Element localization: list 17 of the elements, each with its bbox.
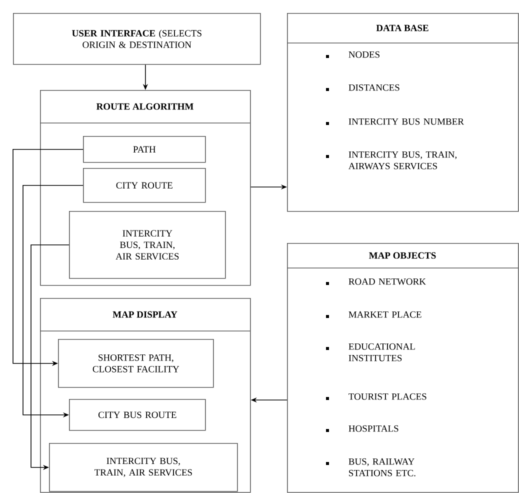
- bullet-item: ROAD NETWORK: [326, 278, 426, 285]
- process-box: PATH: [83, 136, 206, 163]
- bullet-item: NODES: [326, 51, 380, 58]
- process-box: CITY BUS ROUTE: [69, 399, 206, 431]
- bullet-item: EDUCATIONAL INSTITUTES: [326, 343, 415, 362]
- bullet-item: INTERCITY BUS, TRAIN, AIRWAYS SERVICES: [326, 151, 457, 170]
- process-box: INTERCITY BUS, TRAIN, AIR SERVICES: [49, 443, 238, 492]
- bullet-item: HOSPITALS: [326, 425, 398, 432]
- bullet-item: DISTANCES: [326, 84, 400, 91]
- bullet-item: TOURIST PLACES: [326, 393, 426, 400]
- process-box: SHORTEST PATH, CLOSEST FACILITY: [58, 339, 214, 388]
- input-box: USER INTERFACE (SELECTS ORIGIN & DESTINATION: [13, 13, 261, 65]
- process-box: INTERCITY BUS, TRAIN, AIR SERVICES: [69, 210, 226, 279]
- process-box: CITY ROUTE: [83, 168, 206, 203]
- bullet-item: MARKET PLACE: [326, 311, 422, 318]
- bullet-item: BUS, RAILWAY STATIONS ETC.: [326, 458, 416, 476]
- bullet-item: INTERCITY BUS NUMBER: [326, 118, 464, 125]
